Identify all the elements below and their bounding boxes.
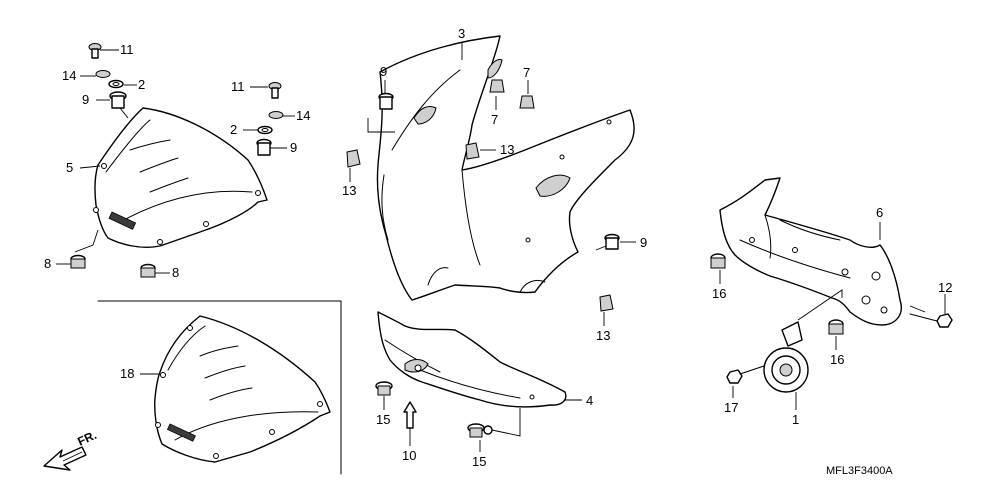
callout-2-right: 2	[230, 122, 237, 137]
windscreen	[94, 107, 268, 248]
horn	[763, 321, 809, 393]
callout-11-left: 11	[120, 42, 134, 57]
cowl-stay	[719, 177, 902, 326]
rubber-16-left	[710, 253, 726, 269]
callout-11-right: 11	[231, 79, 245, 94]
windscreen-optional	[154, 315, 331, 463]
callout-13-left: 13	[342, 183, 356, 198]
callout-2-left: 2	[138, 77, 145, 92]
callout-9-right: 9	[290, 140, 297, 155]
nut-13-center	[465, 142, 480, 160]
collar-2-right	[257, 125, 273, 135]
grommet-9-left	[109, 91, 127, 109]
callout-1: 1	[792, 412, 799, 427]
windscreen-assembly	[93, 107, 268, 248]
callout-6: 6	[876, 205, 883, 220]
grommet-9-right	[256, 138, 272, 156]
callout-14-left: 14	[62, 68, 76, 83]
callout-15-left: 15	[376, 412, 390, 427]
front-direction-arrow	[43, 446, 87, 471]
upper-cowl	[376, 35, 635, 301]
rivet-10	[403, 401, 417, 429]
callout-15-right: 15	[472, 454, 486, 469]
inner-cowl	[377, 311, 567, 408]
collar-2-left	[108, 79, 124, 89]
bolt-12	[909, 313, 953, 328]
callout-17: 17	[724, 400, 738, 415]
callout-12: 12	[938, 280, 952, 295]
front-direction-label: FR.	[75, 428, 98, 449]
callout-13-center: 13	[500, 142, 514, 157]
nut-13-left	[346, 149, 361, 168]
washer-14-left	[95, 70, 111, 78]
callout-9-cowl-right: 9	[640, 235, 647, 250]
option-box-border	[97, 300, 342, 475]
rubber-8-center	[140, 263, 156, 278]
callout-10: 10	[402, 448, 416, 463]
clip-7-right	[519, 95, 535, 109]
callout-7-left: 7	[491, 112, 498, 127]
rubber-8-left	[70, 254, 86, 269]
callout-3: 3	[458, 26, 465, 41]
callout-8-left: 8	[44, 256, 51, 271]
rubber-16-right	[828, 319, 844, 335]
washer-14-right	[268, 111, 284, 119]
callout-7-right: 7	[523, 65, 530, 80]
callout-9-cowl-left: 9	[380, 64, 387, 79]
callout-14-right: 14	[296, 108, 310, 123]
windscreen-logo	[108, 211, 137, 230]
bolt-17	[726, 365, 765, 384]
screw-11-right	[268, 82, 282, 99]
grommet-15-left	[375, 381, 393, 396]
clip-7-left	[489, 79, 505, 93]
screw-11-left	[88, 43, 102, 59]
nut-13-right	[599, 294, 614, 312]
callout-4: 4	[586, 393, 593, 408]
callout-9-left: 9	[82, 92, 89, 107]
callout-18: 18	[120, 366, 134, 381]
callout-16-right: 16	[830, 352, 844, 367]
callout-8-center: 8	[172, 265, 179, 280]
grommet-15-right	[467, 423, 493, 438]
grommet-9-cowl-left	[378, 92, 394, 110]
reference-code: MFL3F3400A	[826, 465, 893, 477]
grommet-9-cowl-right	[604, 233, 620, 250]
callout-13-right: 13	[596, 328, 610, 343]
callout-5: 5	[66, 160, 73, 175]
callout-16-left: 16	[712, 286, 726, 301]
